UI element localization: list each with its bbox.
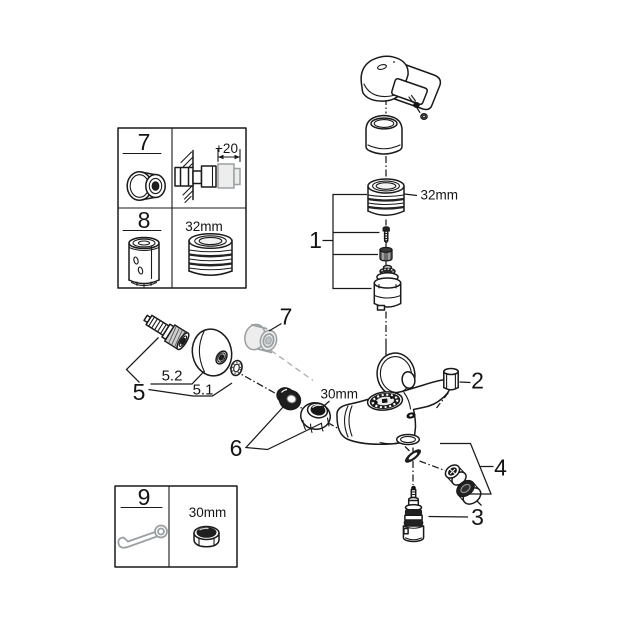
handle-screw <box>408 94 428 120</box>
nut-30mm-thumbnail <box>193 525 220 548</box>
escutcheon <box>191 328 233 377</box>
ring-32mm-thumbnail <box>188 232 233 276</box>
callout-3: 3 <box>428 504 484 530</box>
ring-size-inset-label: 32mm <box>185 219 223 234</box>
callout-7-label: 7 <box>280 304 293 330</box>
union-nut-size: 30mm <box>321 387 359 409</box>
s-union <box>143 314 190 351</box>
flow-insert <box>444 464 467 486</box>
callout-2: 2 <box>459 368 484 394</box>
wrench-icon <box>117 524 168 549</box>
diverter-valve <box>402 485 425 543</box>
part-7-thumbnail <box>126 170 166 202</box>
ring-size-leader <box>404 193 418 197</box>
flange-boss <box>401 371 416 389</box>
diverter-boss <box>395 433 421 446</box>
callout-5: 5 5.2 5.1 <box>125 337 233 405</box>
inset-box-7-8: 7 <box>117 127 247 289</box>
callout-6-label: 6 <box>230 435 243 461</box>
callout-5-2-label: 5.2 <box>162 368 183 385</box>
wall-mount-extension-diagram: +20 <box>174 141 241 204</box>
cartridge-ring-32mm <box>367 178 405 216</box>
union-nut-size-label: 30mm <box>321 387 359 402</box>
dome-cap <box>365 114 403 155</box>
cartridge <box>373 264 402 311</box>
wall-hatching <box>179 151 194 204</box>
callout-2-label: 2 <box>471 368 484 394</box>
nut-size-inset-label: 30mm <box>189 505 227 520</box>
washer <box>230 359 243 377</box>
part-8-thumbnail <box>128 236 160 288</box>
cartridge-screw <box>382 226 390 244</box>
cartridge-adapter <box>379 246 393 262</box>
plug-part-2 <box>443 367 459 391</box>
callout-5-label: 5 <box>133 379 146 405</box>
callout-4: 4 <box>440 442 507 495</box>
part-9-label: 9 <box>138 484 151 510</box>
plus-20-label: +20 <box>215 141 238 156</box>
aerator-gasket <box>405 449 421 463</box>
callout-3-label: 3 <box>471 504 484 530</box>
callout-4-label: 4 <box>494 455 507 481</box>
faucet-body-group <box>336 352 453 446</box>
callout-6: 6 <box>230 405 323 461</box>
body-port-hole-center <box>409 414 413 417</box>
lever-handle <box>360 55 442 111</box>
callout-1: 1 <box>309 193 380 290</box>
inset-box-9: 9 30mm <box>114 484 238 568</box>
callout-7-ghost: 7 <box>268 304 293 332</box>
extension-nut-ghost <box>244 323 278 354</box>
part-8-label: 8 <box>138 207 151 233</box>
cartridge-seat <box>366 391 404 411</box>
callout-1-label: 1 <box>309 227 322 253</box>
callout-5-1-label: 5.1 <box>193 382 214 399</box>
dim-plus-20: +20 <box>215 141 241 163</box>
part-7-label: 7 <box>138 129 151 155</box>
ring-size-label: 32mm <box>421 188 459 203</box>
filter-gasket <box>276 387 302 411</box>
